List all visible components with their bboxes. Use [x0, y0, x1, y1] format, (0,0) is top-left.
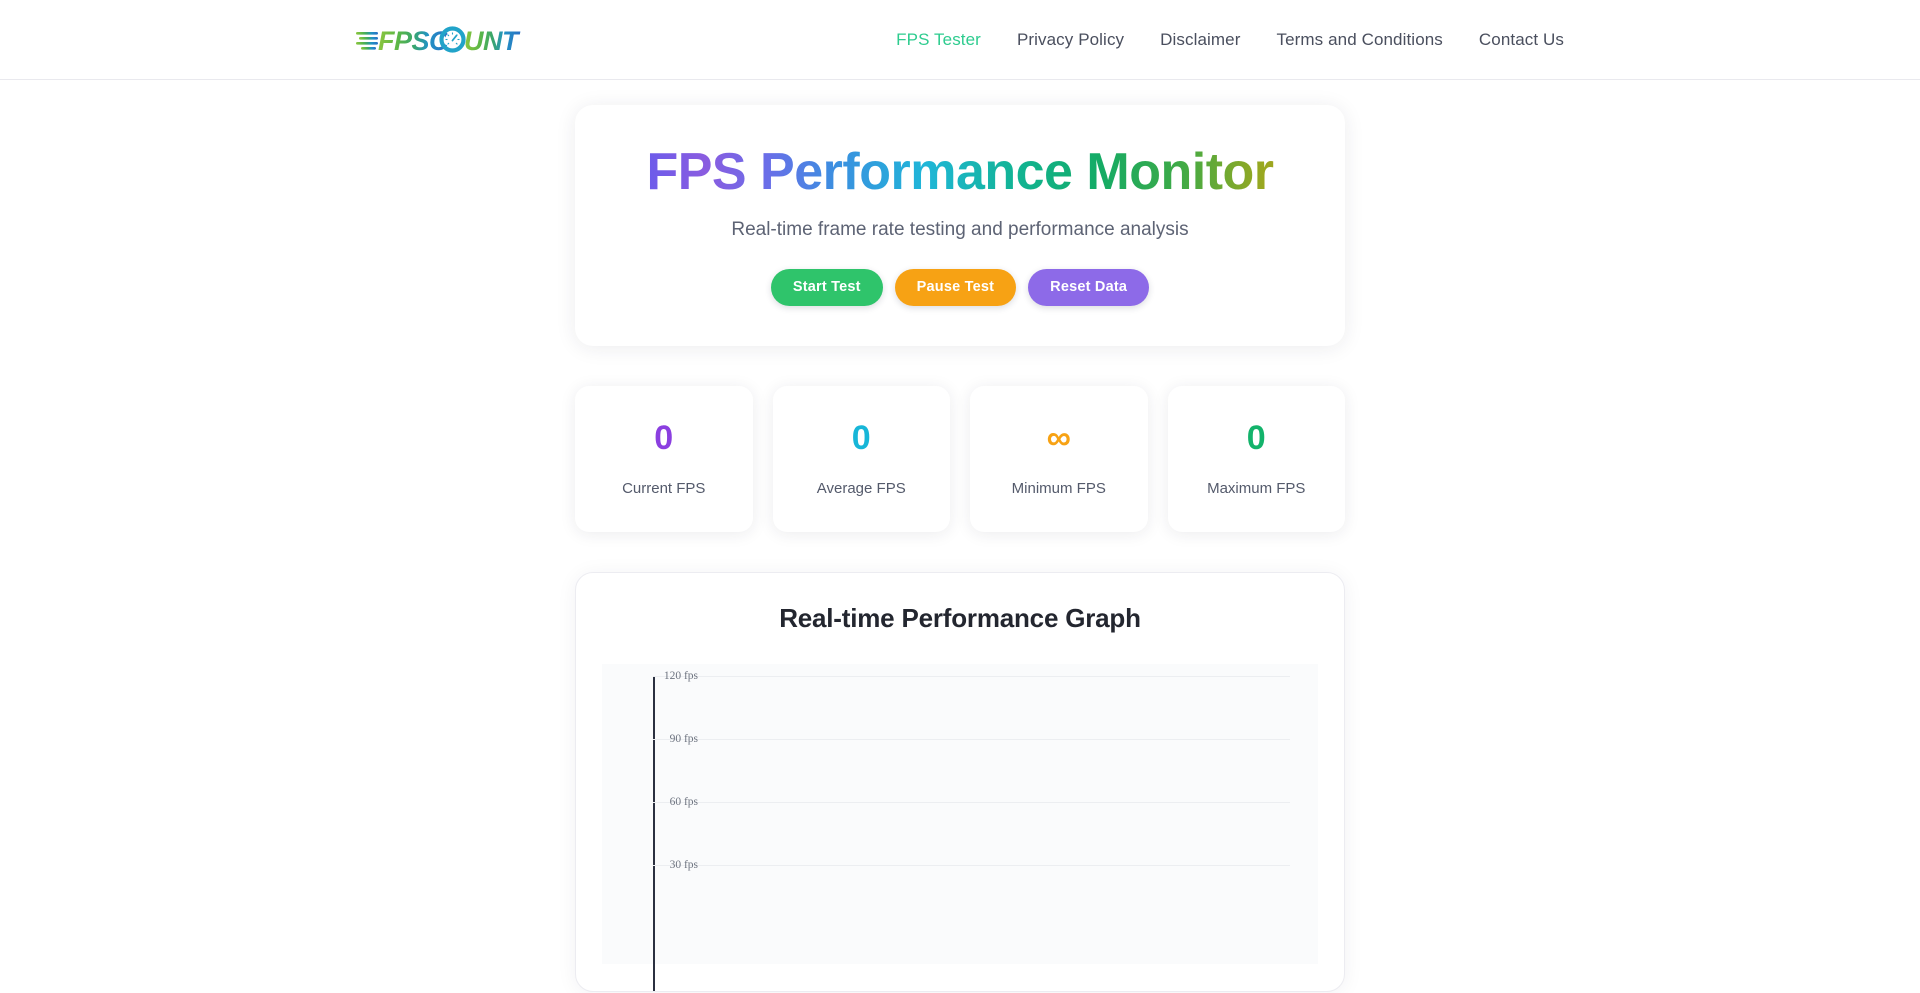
maximum-fps-label: Maximum FPS [1207, 480, 1306, 498]
reset-data-button[interactable]: Reset Data [1028, 269, 1150, 306]
stat-card-maximum-fps: 0 Maximum FPS [1167, 385, 1345, 532]
main-navigation: FPS Tester Privacy Policy Disclaimer Ter… [896, 30, 1564, 50]
page-subtitle: Real-time frame rate testing and perform… [731, 219, 1189, 241]
minimum-fps-value: ∞ [1046, 419, 1071, 458]
chart-ytick-90: 90 fps [669, 732, 698, 745]
page-main: FPS Performance Monitor Real-time frame … [0, 80, 1920, 993]
chart-y-axis [653, 675, 655, 991]
chart-gridline-30: 30 fps [653, 859, 1290, 871]
chart-plot-area: 120 fps 90 fps 60 fps 30 fps [602, 664, 1318, 991]
average-fps-value: 0 [851, 419, 871, 458]
site-header: FPSC UNT FPS Tester Privacy Pol [0, 0, 1920, 80]
current-fps-label: Current FPS [622, 480, 706, 498]
nav-link-terms-and-conditions[interactable]: Terms and Conditions [1276, 29, 1443, 49]
chart-ytick-30: 30 fps [669, 858, 698, 871]
chart-gridline-60: 60 fps [653, 796, 1290, 808]
minimum-fps-label: Minimum FPS [1011, 480, 1106, 498]
pause-test-button[interactable]: Pause Test [894, 269, 1017, 306]
chart-ytick-120: 120 fps [663, 669, 698, 682]
stats-row: 0 Current FPS 0 Average FPS ∞ Minimum FP… [575, 385, 1345, 532]
stat-card-minimum-fps: ∞ Minimum FPS [970, 385, 1148, 532]
current-fps-value: 0 [654, 419, 674, 458]
nav-link-privacy-policy[interactable]: Privacy Policy [1016, 29, 1125, 49]
performance-graph-card: Real-time Performance Graph 120 fps 90 f… [575, 571, 1345, 992]
performance-chart: 120 fps 90 fps 60 fps 30 fps [602, 663, 1318, 991]
hero-card: FPS Performance Monitor Real-time frame … [575, 105, 1345, 346]
nav-link-disclaimer[interactable]: Disclaimer [1160, 29, 1241, 49]
svg-text:FPSC: FPSC [378, 26, 449, 56]
svg-text:UNT: UNT [464, 26, 521, 56]
maximum-fps-value: 0 [1246, 419, 1266, 458]
chart-gridline-90: 90 fps [653, 733, 1290, 745]
page-title: FPS Performance Monitor [615, 143, 1305, 201]
nav-link-contact-us[interactable]: Contact Us [1478, 29, 1564, 49]
stat-card-current-fps: 0 Current FPS [575, 385, 753, 532]
chart-gridline-120: 120 fps [653, 670, 1290, 682]
start-test-button[interactable]: Start Test [770, 269, 883, 306]
nav-link-fps-tester[interactable]: FPS Tester [896, 29, 981, 49]
hero-button-group: Start Test Pause Test Reset Data [615, 269, 1305, 306]
chart-ytick-60: 60 fps [669, 795, 698, 808]
site-logo[interactable]: FPSC UNT [356, 19, 526, 61]
content-container: FPS Performance Monitor Real-time frame … [575, 105, 1345, 992]
stat-card-average-fps: 0 Average FPS [772, 385, 950, 532]
graph-title: Real-time Performance Graph [779, 602, 1141, 633]
fpscount-logo-icon: FPSC UNT [356, 26, 521, 56]
average-fps-label: Average FPS [816, 480, 906, 498]
